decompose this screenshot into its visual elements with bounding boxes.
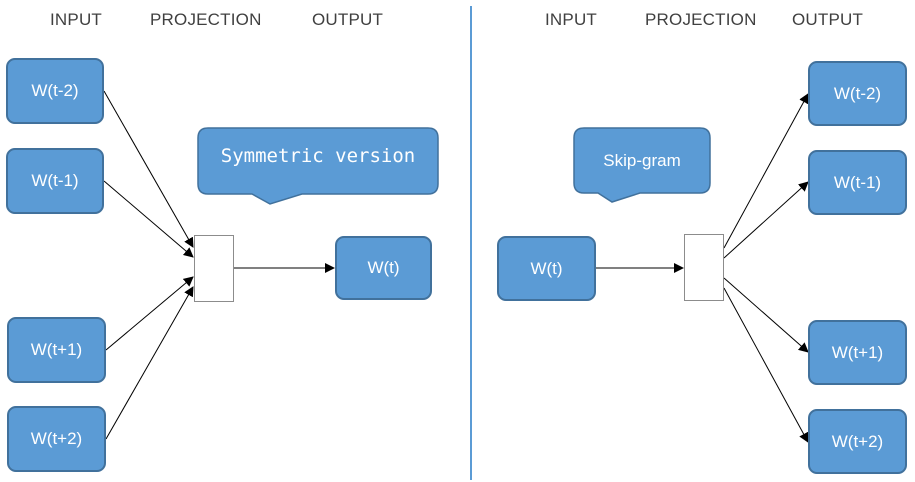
callout-left-shape: [197, 127, 439, 205]
left-output-node: W(t): [335, 236, 432, 300]
right-projection-box: [684, 234, 724, 301]
left-input-node: W(t+1): [7, 317, 106, 383]
right-input-header: INPUT: [545, 10, 597, 29]
arrow-left-3: [105, 276, 194, 351]
right-projection-header: PROJECTION: [645, 10, 757, 29]
left-input-node: W(t-2): [6, 58, 104, 124]
panel-divider: [470, 6, 472, 480]
right-output-node: W(t+1): [808, 320, 907, 385]
arrow-left-2: [103, 180, 194, 258]
right-input-node: W(t): [497, 236, 596, 301]
right-output-node: W(t+2): [808, 409, 907, 474]
arrow-right-2: [723, 181, 809, 259]
right-output-header: OUTPUT: [792, 10, 864, 29]
arrow-right-3: [723, 277, 809, 353]
arrow-right-4: [723, 287, 809, 443]
right-output-node: W(t-2): [808, 61, 907, 126]
callout-left-text: Symmetric version: [220, 145, 416, 167]
arrow-left-1: [103, 90, 194, 248]
arrow-right-1: [723, 93, 809, 249]
left-projection-box: [194, 235, 234, 302]
left-projection-header: PROJECTION: [150, 10, 262, 29]
left-output-header: OUTPUT: [312, 10, 384, 29]
callout-right-text: Skip-gram: [603, 150, 681, 170]
left-input-node: W(t+2): [7, 406, 106, 472]
arrow-left-4: [105, 286, 194, 440]
right-output-node: W(t-1): [808, 150, 907, 215]
left-input-header: INPUT: [50, 10, 102, 29]
callout-right-shape: [573, 127, 711, 203]
left-input-node: W(t-1): [6, 148, 104, 214]
